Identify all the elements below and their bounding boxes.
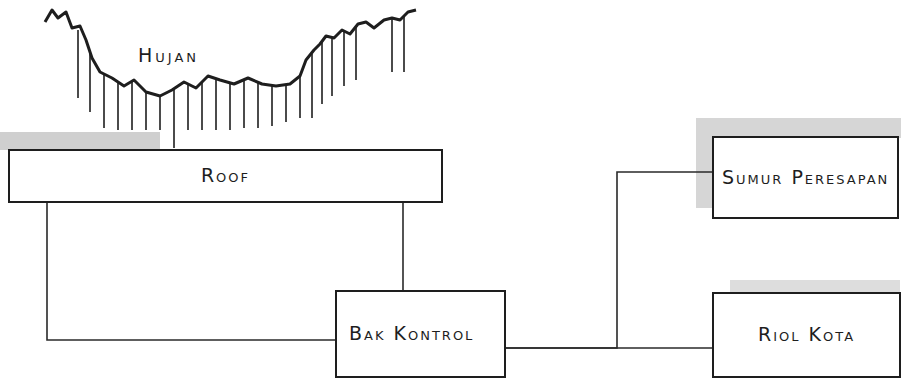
node-text: Sumur Peresapan [722, 166, 889, 190]
rain-lines [78, 17, 404, 148]
pipe-connector [506, 348, 712, 349]
node-text: Roof [201, 164, 250, 188]
shadow-texture [696, 118, 901, 138]
pipe-connector [506, 172, 712, 348]
roof-box: Roof [8, 149, 443, 203]
rain-label: Hujan [138, 44, 199, 66]
pipe-connector [47, 203, 335, 340]
node-text: Bak Kontrol [349, 322, 474, 346]
node-text: Riol Kota [758, 323, 855, 347]
pipe-connector [403, 203, 404, 290]
control-tank-box: Bak Kontrol [335, 290, 506, 378]
infiltration-well-box: Sumur Peresapan [712, 136, 899, 219]
shadow-texture [0, 132, 160, 150]
city-sewer-box: Riol Kota [712, 292, 901, 378]
